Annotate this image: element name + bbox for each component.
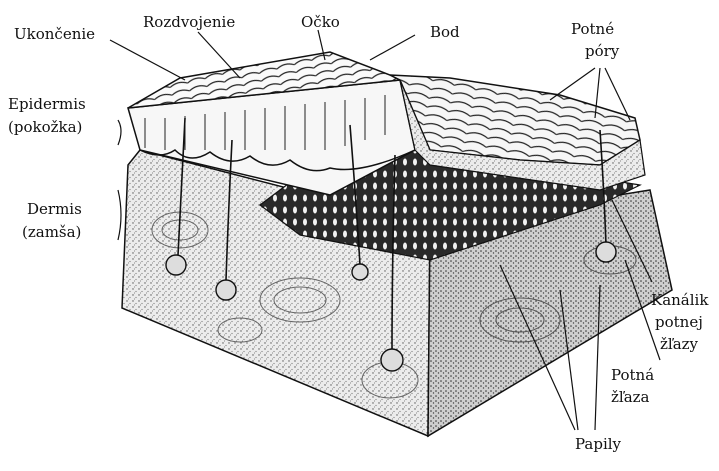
label-epidermis-line1: Epidermis <box>8 95 86 113</box>
label-potne-pory-line2: póry <box>585 42 620 60</box>
label-potna-zlaza-line2: žľaza <box>611 388 650 406</box>
label-dermis-line1: Dermis <box>27 200 82 218</box>
label-kanalik-line3: žľazy <box>660 335 699 353</box>
label-dermis-line2: (zamša) <box>22 223 81 241</box>
label-ukoncenie: Ukončenie <box>14 25 95 43</box>
label-rozdvojenie: Rozdvojenie <box>143 13 235 31</box>
label-epidermis-line2: (pokožka) <box>8 118 82 136</box>
label-kanalik-line1: Kanálik <box>651 291 709 309</box>
label-bod: Bod <box>430 23 460 41</box>
label-kanalik-line2: potnej <box>655 313 703 331</box>
label-potna-zlaza-line1: Potná <box>611 366 654 384</box>
label-ocko: Očko <box>301 13 340 31</box>
label-papily: Papily <box>575 435 622 453</box>
label-potne-pory-line1: Potné <box>571 20 614 38</box>
